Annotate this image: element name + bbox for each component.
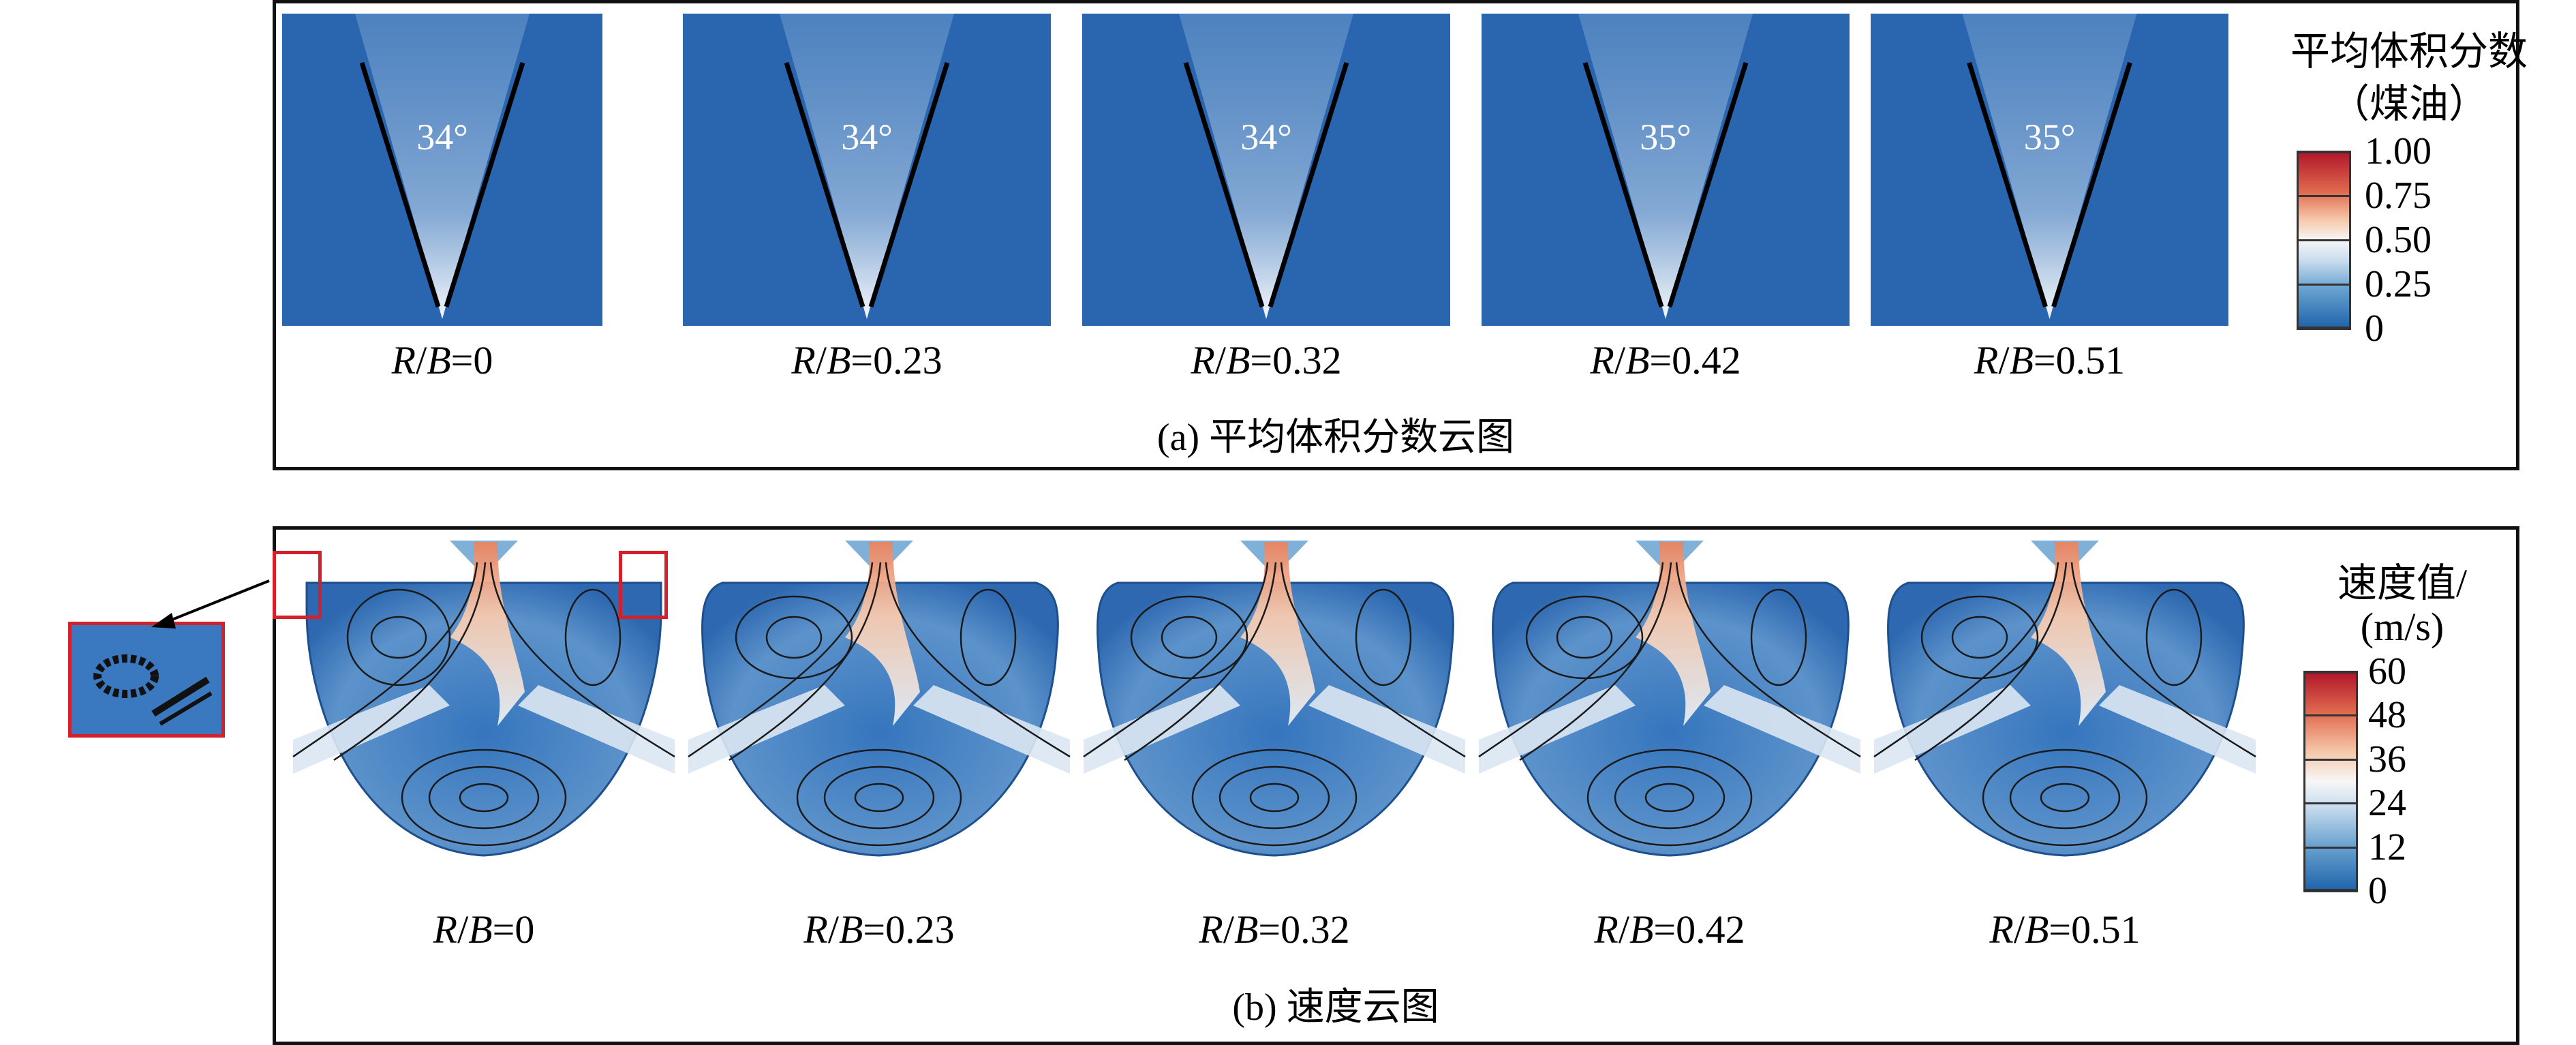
colorbar-tick-label: 0.75 — [2365, 175, 2432, 217]
zoom-inset — [68, 622, 225, 738]
colorbar-tick-mark — [2303, 758, 2358, 761]
ratio-label: R/B=0 — [433, 907, 535, 952]
spray-angle-label: 34° — [1240, 117, 1292, 157]
volume-fraction-panel — [1082, 14, 1450, 326]
colorbar-tick-label: 1.00 — [2365, 130, 2432, 172]
colorbar-a-title-line1: 平均体积分数 — [2290, 29, 2528, 74]
colorbar-tick-mark — [2297, 195, 2351, 197]
colorbar-tick-label: 0 — [2365, 307, 2384, 350]
colorbar-b — [2303, 671, 2358, 891]
colorbar-tick-mark — [2297, 328, 2351, 330]
velocity-panel — [1083, 535, 1466, 917]
colorbar-tick-label: 48 — [2368, 694, 2406, 737]
volume-fraction-panel — [1871, 14, 2228, 326]
panel-b-caption: (b) 速度云图 — [1232, 986, 1439, 1029]
colorbar-b-title-line1: 速度值/ — [2337, 561, 2468, 605]
colorbar-tick-mark — [2303, 890, 2358, 892]
panel-a-frame — [273, 0, 2519, 470]
ratio-label: R/B=0.32 — [1191, 338, 1342, 382]
spray-angle-label: 35° — [2023, 117, 2076, 157]
colorbar-tick-mark — [2303, 802, 2358, 805]
volume-fraction-panel — [683, 14, 1051, 326]
colorbar-tick-label: 0.50 — [2365, 219, 2432, 261]
colorbar-tick-mark — [2303, 846, 2358, 849]
colorbar-tick-mark — [2297, 239, 2351, 241]
ratio-label: R/B=0 — [391, 338, 493, 382]
ratio-label: R/B=0.42 — [1594, 907, 1745, 952]
volume-fraction-panel — [1482, 14, 1850, 326]
colorbar-a-title-line2: （煤油） — [2329, 82, 2489, 126]
panel-b-frame — [273, 526, 2519, 1045]
colorbar-tick-mark — [2303, 671, 2358, 673]
panel-a-caption: (a) 平均体积分数云图 — [1156, 417, 1515, 459]
colorbar-tick-label: 12 — [2368, 826, 2406, 868]
colorbar-tick-label: 24 — [2368, 782, 2406, 825]
velocity-panel — [292, 535, 675, 917]
spray-angle-label: 35° — [1640, 117, 1691, 157]
ratio-label: R/B=0.32 — [1199, 907, 1350, 952]
colorbar-tick-mark — [2297, 151, 2351, 153]
colorbar-tick-label: 0.25 — [2365, 263, 2432, 305]
colorbar-tick-label: 0 — [2368, 870, 2387, 912]
highlight-box-left — [273, 551, 322, 619]
colorbar-tick-mark — [2297, 284, 2351, 286]
ratio-label: R/B=0.51 — [1989, 907, 2141, 952]
velocity-panel — [688, 535, 1071, 917]
ratio-label: R/B=0.42 — [1590, 338, 1741, 382]
ratio-label: R/B=0.51 — [1974, 338, 2126, 382]
colorbar-tick-label: 36 — [2368, 738, 2406, 781]
velocity-panel — [1478, 535, 1861, 917]
ratio-label: R/B=0.23 — [803, 907, 955, 952]
highlight-box-right — [619, 551, 668, 619]
colorbar-tick-label: 60 — [2368, 650, 2406, 693]
spray-angle-label: 34° — [416, 117, 468, 157]
ratio-label: R/B=0.23 — [791, 338, 942, 382]
velocity-panel — [1873, 535, 2256, 917]
spray-angle-label: 34° — [841, 117, 893, 157]
colorbar-b-title-line2: (m/s) — [2360, 605, 2444, 649]
volume-fraction-panel — [282, 14, 602, 326]
colorbar-tick-mark — [2303, 714, 2358, 717]
